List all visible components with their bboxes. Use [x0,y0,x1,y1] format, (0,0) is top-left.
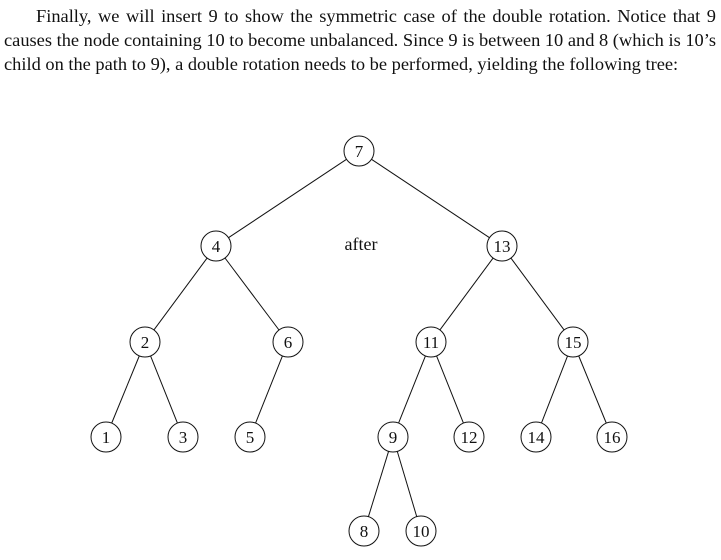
tree-edges [111,158,607,517]
tree-node-label: 2 [141,333,150,352]
tree-node-label: 13 [494,237,511,256]
tree-edge [224,257,280,331]
tree-node-circle [415,326,447,358]
tree-node-circle [200,230,232,262]
tree-node-label: 1 [102,428,111,447]
tree-node: 14 [520,421,552,453]
tree-node: 6 [272,326,304,358]
tree-node-circle [272,326,304,358]
tree-node: 3 [167,421,199,453]
tree-edge [228,158,347,239]
tree-edge [578,355,607,424]
tree-node-label: 3 [179,428,188,447]
tree-edge [396,451,418,517]
tree-edge [255,355,283,424]
tree-node-circle [167,421,199,453]
tree-edge [111,355,140,424]
tree-node-label: 11 [423,333,439,352]
tree-edge [540,355,569,424]
tree-node-circle [348,515,380,547]
tree-node-circle [557,326,589,358]
tree-node: 9 [377,421,409,453]
tree-node: 11 [415,326,447,358]
tree-node: 1 [90,421,122,453]
tree-edge [510,257,565,331]
tree-node-circle [377,421,409,453]
tree-node-label: 12 [461,428,478,447]
figure-caption: after [345,234,378,254]
tree-edge [150,355,178,424]
tree-edge [371,158,490,239]
tree-node-circle [129,326,161,358]
tree-edge [367,451,390,517]
tree-node-label: 5 [246,428,255,447]
tree-node-label: 15 [565,333,582,352]
tree-node: 10 [405,515,437,547]
tree-node: 13 [486,230,518,262]
tree-node-label: 6 [284,333,293,352]
tree-node: 4 [200,230,232,262]
tree-node-circle [486,230,518,262]
tree-edge [439,257,494,331]
tree-node-circle [596,421,628,453]
tree-node-circle [234,421,266,453]
tree-node: 12 [453,421,485,453]
tree-node-circle [90,421,122,453]
tree-edge [398,355,426,424]
tree-node-label: 4 [212,237,221,256]
body-paragraph: Finally, we will insert 9 to show the sy… [4,6,716,74]
tree-node: 5 [234,421,266,453]
tree-node-label: 8 [360,522,369,541]
tree-edge [153,257,208,331]
tree-node: 15 [557,326,589,358]
tree-node: 16 [596,421,628,453]
tree-edge [436,355,464,424]
tree-node-circle [405,515,437,547]
tree-node-label: 7 [355,142,364,161]
tree-node-label: 9 [389,428,398,447]
tree-node-circle [453,421,485,453]
tree-node: 8 [348,515,380,547]
tree-node-label: 16 [604,428,621,447]
tree-node: 2 [129,326,161,358]
tree-node: 7 [343,135,375,167]
tree-node-label: 10 [413,522,430,541]
tree-node-circle [343,135,375,167]
tree-node-label: 14 [528,428,546,447]
tree-node-circle [520,421,552,453]
